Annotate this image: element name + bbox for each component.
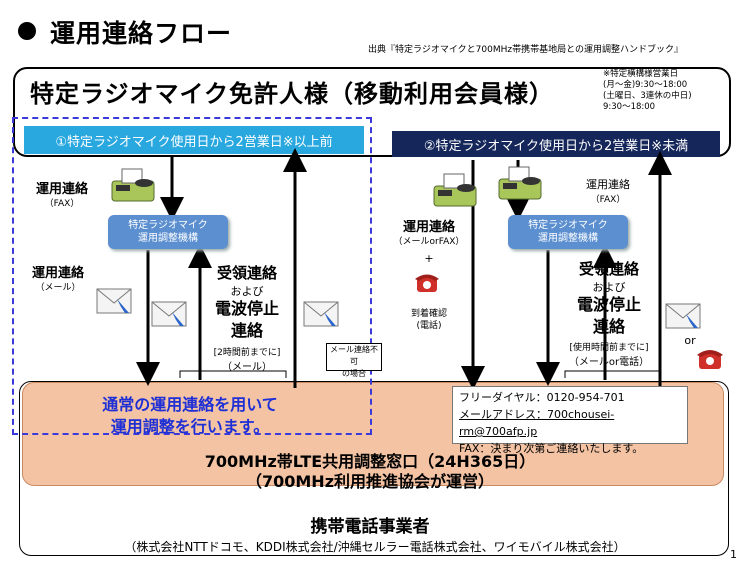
coordinator-box-left: 特定ラジオマイク 運用調整機構 [108, 215, 228, 249]
fax-machine-icon [498, 166, 542, 200]
coordinator-line: 運用調整機構 [538, 233, 598, 244]
normal-flow-dashed-region [12, 117, 372, 435]
coordinator-line: 特定ラジオマイク [128, 220, 208, 231]
source-citation: 出典『特定ラジオマイクと700MHz帯携帯基地局との運用調整ハンドブック』 [368, 45, 683, 55]
left-stop-label-2: 連絡 [230, 321, 263, 340]
normal-flow-note: 通常の運用連絡を用いて 運用調整を行います。 [60, 394, 320, 438]
left-stop-label-1: 電波停止 [214, 299, 279, 318]
desk-title: 700MHz帯LTE共用調整窓口（24H365日） （700MHz利用推進協会が… [120, 452, 620, 492]
right-and-label: および [592, 281, 626, 294]
left-and-label: および [230, 285, 264, 298]
hours-line: (土曜日、3連休の中日) [603, 91, 692, 101]
coordinator-box-right: 特定ラジオマイク 運用調整機構 [508, 215, 628, 249]
contact-info-box: フリーダイヤル：0120-954-701 メールアドレス：700chousei-… [452, 386, 688, 455]
right-plus: + [424, 252, 434, 265]
left-mail-label: 運用連絡 [31, 266, 84, 281]
left-stop-note2: （メール） [222, 362, 272, 373]
hours-line: 9:30〜18:00 [603, 102, 656, 112]
right-fax-label: 運用連絡 [586, 178, 630, 191]
right-contact-label: 運用連絡 [402, 220, 455, 235]
no-mail-line: メール連絡不可 [330, 345, 378, 366]
email-icon [151, 301, 187, 327]
right-stop-note: [使用時間前までに] [569, 343, 649, 353]
right-stop-label-2: 連絡 [592, 317, 625, 336]
left-receipt-label: 受領連絡 [216, 264, 277, 282]
fax-machine-icon [433, 173, 477, 207]
hours-line: ※特定横構様営業日 [603, 69, 679, 79]
left-stop-note: [2時間前までに] [213, 348, 281, 358]
carrier-title: 携帯電話事業者 [310, 517, 430, 537]
left-fax-sub: （FAX） [44, 199, 80, 209]
carrier-list: （株式会社NTTドコモ、KDDI株式会社/沖縄セルラー電話株式会社、ワイモバイル… [124, 540, 626, 554]
normal-flow-line: 運用調整を行います。 [110, 417, 270, 436]
coordinator-line: 特定ラジオマイク [528, 220, 608, 231]
tab-two-days-before: ①特定ラジオマイク使用日から2営業日※以上前 [24, 126, 364, 154]
desk-title-line: （700MHz利用推進協会が運営） [245, 472, 495, 491]
coordinator-line: 運用調整機構 [138, 233, 198, 244]
right-phone-confirm-2: (電話) [416, 321, 442, 331]
free-dial: フリーダイヤル：0120-954-701 [459, 391, 625, 404]
page-number: 1 [730, 548, 737, 561]
email-address[interactable]: メールアドレス：700chousei-rm@700afp.jp [459, 408, 615, 438]
right-contact-sub: （メールorFAX） [393, 237, 465, 247]
normal-flow-line: 通常の運用連絡を用いて [102, 395, 278, 414]
email-icon [96, 288, 132, 314]
bullet-icon [18, 22, 36, 40]
no-mail-note: メール連絡不可 の場合 [326, 343, 382, 378]
hours-line: (月〜金)9:30〜18:00 [603, 80, 688, 90]
right-fax-sub: （FAX） [590, 195, 626, 205]
fax-info: FAX：決まり次第ご連絡いたします。 [459, 442, 644, 455]
licensee-title: 特定ラジオマイク免許人様（移動利用会員様） [30, 80, 555, 108]
business-hours-note: ※特定横構様営業日 (月〜金)9:30〜18:00 (土曜日、3連休の中日) 9… [603, 69, 721, 113]
left-fax-label: 運用連絡 [35, 182, 88, 197]
page-title: 運用連絡フロー [18, 14, 232, 50]
no-mail-line: の場合 [342, 369, 366, 378]
right-receipt-label: 受領連絡 [578, 260, 639, 278]
title-text: 運用連絡フロー [50, 19, 233, 48]
right-stop-label-1: 電波停止 [576, 295, 641, 314]
desk-title-line: 700MHz帯LTE共用調整窓口（24H365日） [204, 452, 536, 471]
right-stop-note2: （メールor電話） [568, 357, 650, 368]
email-icon [303, 301, 339, 327]
right-phone-confirm-1: 到着確認 [410, 309, 447, 319]
email-icon [665, 303, 701, 329]
right-or-label: or [684, 334, 696, 347]
phone-icon [697, 350, 723, 369]
phone-icon [415, 274, 439, 292]
left-mail-sub: （メール） [35, 283, 81, 293]
fax-machine-icon [111, 168, 155, 202]
